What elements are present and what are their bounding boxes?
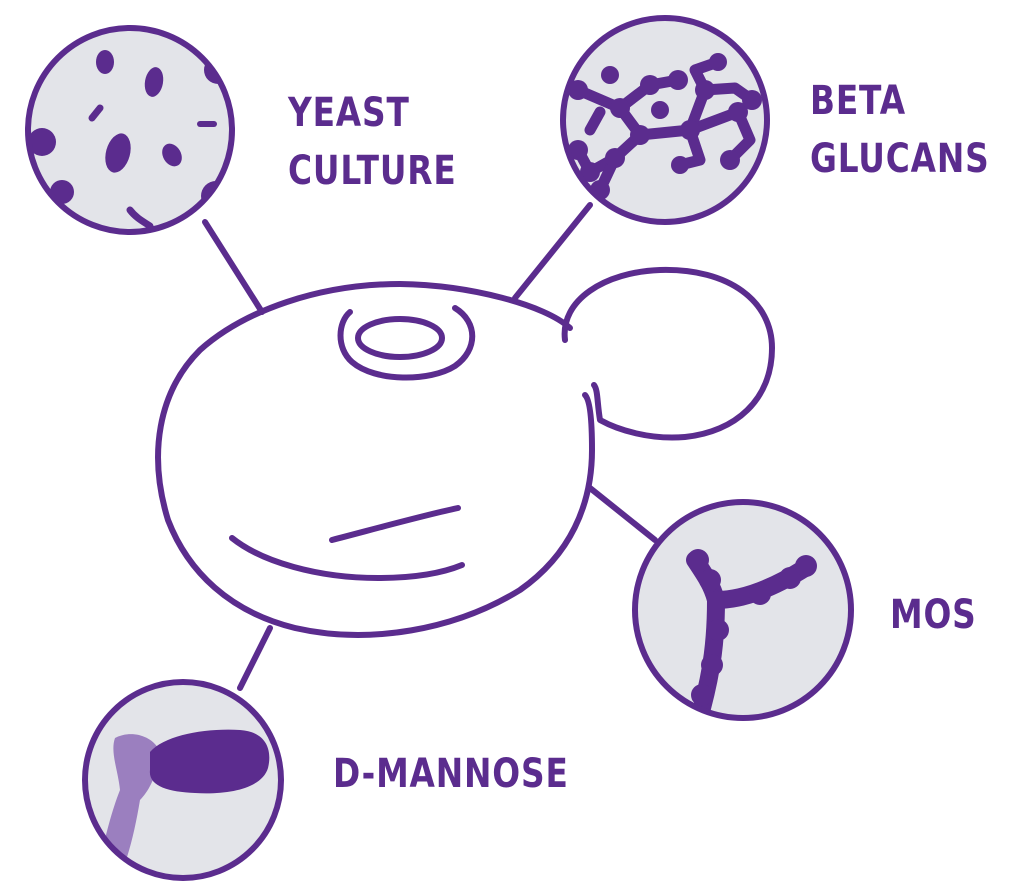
label-d-mannose: D-MANNOSE xyxy=(333,745,569,803)
label-beta-glucans-line2: GLUCANS xyxy=(810,130,990,188)
beta-glucans-circle xyxy=(563,18,767,222)
connector-mos xyxy=(590,488,655,540)
yeast-cell-body xyxy=(158,284,592,635)
label-beta-glucans-line1: BETA xyxy=(810,72,990,130)
label-beta-glucans: BETA GLUCANS xyxy=(810,72,990,188)
mos-circle xyxy=(635,502,851,718)
label-mos: MOS xyxy=(890,586,977,644)
connector-d-mannose xyxy=(240,628,270,688)
label-yeast-culture-line2: CULTURE xyxy=(288,142,457,200)
label-d-mannose-text: D-MANNOSE xyxy=(333,745,569,803)
label-yeast-culture: YEAST CULTURE xyxy=(288,84,457,200)
label-yeast-culture-line1: YEAST xyxy=(288,84,457,142)
bud-scar-inner xyxy=(358,319,442,357)
d-mannose-circle xyxy=(85,682,281,880)
cell-fold-upper xyxy=(332,508,458,540)
connector-yeast-culture xyxy=(205,222,262,312)
connector-beta-glucans xyxy=(515,205,590,298)
daughter-cell xyxy=(565,270,772,438)
yeast-culture-circle xyxy=(28,28,232,232)
cell-fold-lower xyxy=(232,538,462,578)
label-mos-text: MOS xyxy=(890,586,977,644)
